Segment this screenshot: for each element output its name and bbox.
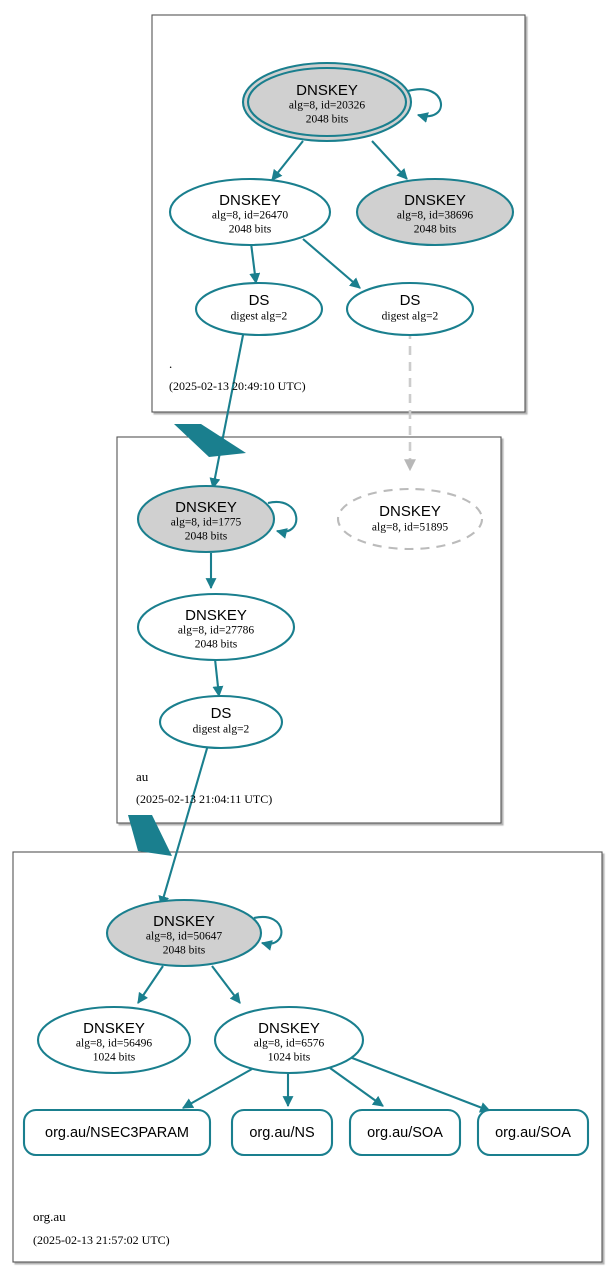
- node-size-label: 2048 bits: [163, 945, 206, 957]
- node-type-label: DNSKEY: [219, 192, 281, 209]
- rrset-label: org.au/NSEC3PARAM: [45, 1125, 189, 1141]
- zone-label-root: .: [169, 356, 172, 371]
- node-root-dnskey-26470[interactable]: DNSKEY alg=8, id=26470 2048 bits: [168, 177, 332, 247]
- node-detail-label: alg=8, id=6576: [254, 1038, 325, 1050]
- node-type-label: DNSKEY: [153, 913, 215, 930]
- node-detail-label: alg=8, id=1775: [171, 517, 242, 529]
- node-ellipse: [136, 484, 276, 554]
- node-type-label: DNSKEY: [258, 1020, 320, 1037]
- node-size-label: 1024 bits: [268, 1052, 311, 1064]
- node-orgau-dnskey-6576[interactable]: DNSKEY alg=8, id=6576 1024 bits: [213, 1005, 365, 1075]
- edge-20326-38696: [371, 140, 408, 180]
- node-ellipse: [168, 177, 332, 247]
- rrset-org-au-ns[interactable]: org.au/NS: [230, 1108, 334, 1157]
- node-size-label: 2048 bits: [306, 114, 349, 126]
- node-au-dnskey-51895-insecure[interactable]: DNSKEY alg=8, id=51895: [336, 487, 484, 551]
- wedge-au-to-orgau: [128, 815, 172, 856]
- zone-transition-wedge-root-au: [174, 424, 246, 457]
- node-ellipse-dashed: [336, 487, 484, 551]
- node-ellipse: [105, 898, 263, 968]
- node-type-label: DNSKEY: [175, 499, 237, 516]
- rrset-box: [22, 1108, 212, 1157]
- rrset-box: [476, 1108, 590, 1157]
- node-ellipse: [158, 694, 284, 750]
- zone-timestamp-root: (2025-02-13 20:49:10 UTC): [169, 379, 306, 393]
- node-au-dnskey-1775[interactable]: DNSKEY alg=8, id=1775 2048 bits: [136, 484, 276, 554]
- node-ellipse: [136, 592, 296, 662]
- node-ellipse: [355, 177, 515, 247]
- zone-timestamp-au: (2025-02-13 21:04:11 UTC): [136, 792, 272, 806]
- node-root-dnskey-38696[interactable]: DNSKEY alg=8, id=38696 2048 bits: [355, 177, 515, 247]
- node-type-label: DS: [249, 292, 270, 309]
- edge-50647-6576: [211, 965, 241, 1004]
- node-detail-label: alg=8, id=51895: [372, 522, 448, 534]
- node-inner-ellipse: [246, 66, 408, 138]
- node-ellipse: [213, 1005, 365, 1075]
- node-type-label: DNSKEY: [404, 192, 466, 209]
- edge-group-root: [209, 88, 443, 490]
- edge-ds-to-au-1775: [209, 329, 246, 490]
- node-detail-label: alg=8, id=38696: [397, 210, 473, 222]
- rrset-label: org.au/NS: [249, 1125, 314, 1141]
- edge-6576-soa-2: [346, 1055, 492, 1113]
- node-orgau-dnskey-50647[interactable]: DNSKEY alg=8, id=50647 2048 bits: [105, 898, 263, 968]
- edge-6576-nsec3param: [182, 1068, 253, 1109]
- rrset-org-au-soa-2[interactable]: org.au/SOA: [476, 1108, 590, 1157]
- edge-group-au: [158, 500, 298, 908]
- zone-timestamp-orgau: (2025-02-13 21:57:02 UTC): [33, 1233, 170, 1247]
- rrset-box: [230, 1108, 334, 1157]
- edge-group-orgau: [137, 915, 492, 1113]
- node-type-label: DNSKEY: [296, 82, 358, 99]
- node-size-label: 2048 bits: [414, 224, 457, 236]
- node-type-label: DNSKEY: [83, 1020, 145, 1037]
- edge-26470-ds-right: [302, 238, 361, 289]
- node-ellipse: [36, 1005, 192, 1075]
- node-au-dnskey-27786[interactable]: DNSKEY alg=8, id=27786 2048 bits: [136, 592, 296, 662]
- self-loop-au-1775: [267, 500, 298, 539]
- node-detail-label: alg=8, id=20326: [289, 100, 365, 112]
- node-root-dnskey-20326[interactable]: DNSKEY alg=8, id=20326 2048 bits: [241, 61, 413, 143]
- zone-transition-wedge-au-orgau: [128, 815, 172, 856]
- zone-label-orgau: org.au: [33, 1209, 66, 1224]
- rrset-org-au-nsec3param[interactable]: org.au/NSEC3PARAM: [22, 1108, 212, 1157]
- rrset-label: org.au/SOA: [495, 1125, 571, 1141]
- node-size-label: 2048 bits: [229, 224, 272, 236]
- node-ellipse: [194, 281, 324, 337]
- node-detail-label: alg=8, id=50647: [146, 931, 222, 943]
- edge-6576-soa-1: [329, 1067, 384, 1107]
- edge-au-27786-ds: [212, 658, 224, 698]
- node-detail-label: alg=8, id=26470: [212, 210, 288, 222]
- node-size-label: 2048 bits: [195, 639, 238, 651]
- node-size-label: 1024 bits: [93, 1052, 136, 1064]
- zone-label-au: au: [136, 769, 149, 784]
- rrset-org-au-soa-1[interactable]: org.au/SOA: [348, 1108, 462, 1157]
- node-orgau-dnskey-56496[interactable]: DNSKEY alg=8, id=56496 1024 bits: [36, 1005, 192, 1075]
- node-detail-label: digest alg=2: [382, 311, 439, 323]
- edge-20326-26470: [271, 140, 304, 181]
- node-type-label: DNSKEY: [185, 607, 247, 624]
- node-type-label: DNSKEY: [379, 503, 441, 520]
- edge-26470-ds-left: [249, 242, 261, 285]
- rrset-label: org.au/SOA: [367, 1125, 443, 1141]
- node-detail-label: digest alg=2: [193, 724, 250, 736]
- wedge-root-to-au: [174, 424, 246, 457]
- node-root-ds-au-1775[interactable]: DS digest alg=2: [194, 281, 324, 337]
- self-loop-root-20326: [407, 88, 443, 123]
- node-au-ds-orgau[interactable]: DS digest alg=2: [158, 694, 284, 750]
- node-detail-label: digest alg=2: [231, 311, 288, 323]
- rrset-box: [348, 1108, 462, 1157]
- node-ellipse: [345, 281, 475, 337]
- node-detail-label: alg=8, id=27786: [178, 625, 254, 637]
- edge-au-ds-to-orgau-50647: [158, 744, 210, 908]
- node-detail-label: alg=8, id=56496: [76, 1038, 152, 1050]
- node-root-ds-au-51895[interactable]: DS digest alg=2: [345, 281, 475, 337]
- node-type-label: DS: [400, 292, 421, 309]
- self-loop-orgau-50647: [253, 915, 283, 951]
- edge-50647-56496: [137, 965, 164, 1004]
- node-size-label: 2048 bits: [185, 531, 228, 543]
- node-type-label: DS: [211, 705, 232, 722]
